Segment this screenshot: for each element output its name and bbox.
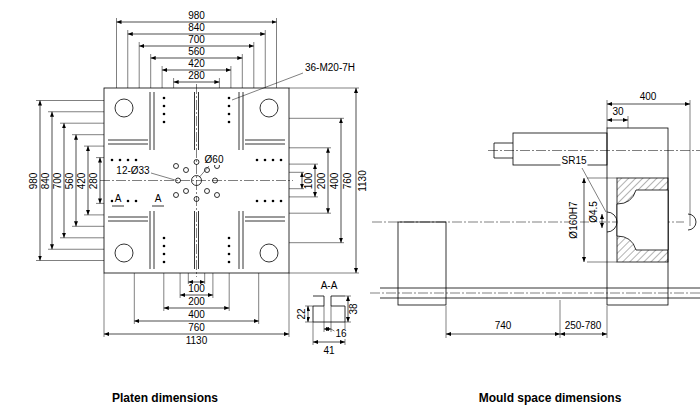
dimension-label: 36-M20-7H bbox=[304, 63, 356, 73]
figure-caption: Platen dimensions bbox=[111, 392, 219, 404]
dimension-label: 1130 bbox=[185, 336, 209, 346]
dimension-label: A bbox=[154, 194, 163, 204]
dimension-label: 16 bbox=[334, 329, 347, 339]
dimension-label: SR15 bbox=[560, 156, 587, 166]
dimension-label: 420 bbox=[77, 171, 87, 190]
dimension-label: 250-780 bbox=[564, 321, 603, 331]
dimension-label: 560 bbox=[187, 47, 206, 57]
dimension-label: 200 bbox=[317, 171, 327, 190]
dimension-label: 700 bbox=[53, 171, 63, 190]
dimension-label: A-A bbox=[320, 281, 339, 291]
dimension-label: 700 bbox=[187, 35, 206, 45]
dimension-label: 840 bbox=[41, 171, 51, 190]
dimension-label: 280 bbox=[89, 171, 99, 190]
dimension-label: 400 bbox=[330, 171, 340, 190]
dimension-label: 420 bbox=[187, 59, 206, 69]
dimension-label: 400 bbox=[639, 92, 658, 102]
dimension-label: Ø60 bbox=[204, 155, 225, 165]
dimension-label: 30 bbox=[611, 107, 624, 117]
dimension-label: 1130 bbox=[358, 169, 368, 193]
dimension-label: 38 bbox=[349, 302, 359, 315]
dimension-label: 400 bbox=[187, 310, 206, 320]
dimension-label: 100 bbox=[187, 284, 206, 294]
figure-caption: Mould space dimensions bbox=[478, 392, 623, 404]
dimension-label: 740 bbox=[494, 321, 513, 331]
dimension-label: 760 bbox=[343, 171, 353, 190]
dimension-label: Ø4.5 bbox=[589, 200, 599, 224]
dimension-label: 980 bbox=[187, 11, 206, 21]
dimension-label: 280 bbox=[187, 71, 206, 81]
dimension-label: 560 bbox=[65, 171, 75, 190]
dimension-label: 760 bbox=[187, 323, 206, 333]
dimension-label: 41 bbox=[322, 346, 335, 356]
dimension-label: 12-Ø33 bbox=[115, 166, 150, 176]
dimension-label: Ø160H7 bbox=[569, 200, 579, 239]
dimension-label: 200 bbox=[187, 297, 206, 307]
dimension-label: 840 bbox=[187, 23, 206, 33]
dimension-label: 22 bbox=[297, 307, 307, 320]
dimension-label: 980 bbox=[29, 171, 39, 190]
dimension-label: 100 bbox=[304, 171, 314, 190]
dimension-label: A bbox=[114, 194, 123, 204]
